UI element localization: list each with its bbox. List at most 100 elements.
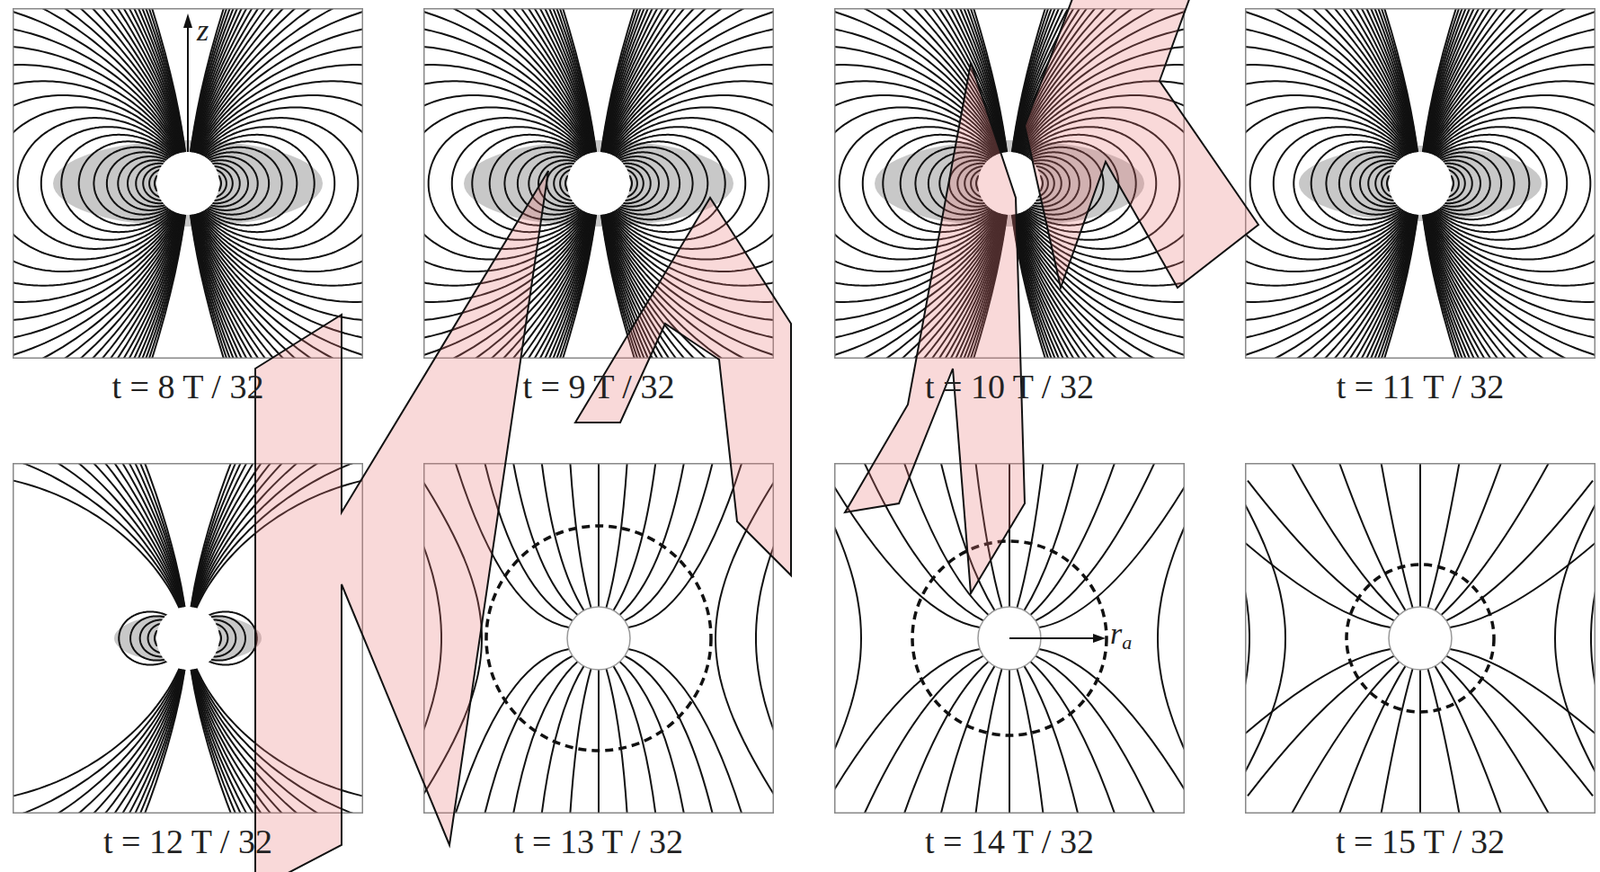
field-line (1427, 8, 1596, 359)
field-line (1419, 462, 1422, 607)
field-line (12, 107, 176, 260)
field-line (195, 8, 364, 359)
field-line (1283, 462, 1399, 615)
field-lines (12, 462, 364, 814)
field-line (1283, 661, 1399, 814)
field-lines (834, 8, 1185, 359)
field-lines (1244, 462, 1596, 814)
field-line (834, 462, 862, 814)
field-line (1016, 668, 1049, 814)
field-line (12, 95, 177, 272)
field-line (428, 117, 586, 249)
field-line (41, 126, 174, 240)
field-line-panel (1244, 462, 1596, 814)
field-line (61, 134, 172, 232)
field-line (1030, 661, 1124, 814)
field-line (597, 462, 600, 607)
field-line (197, 64, 364, 303)
field-line (506, 462, 578, 615)
shaded-region (53, 140, 323, 227)
field-line (613, 462, 661, 611)
radius-arrow (1009, 637, 1095, 640)
field-line (1433, 117, 1591, 249)
panel-caption: t = 13 T / 32 (514, 824, 684, 859)
field-line (1012, 8, 1185, 359)
field-line (1030, 462, 1124, 615)
field-line (12, 8, 181, 359)
field-line (1244, 462, 1286, 814)
field-line (1244, 519, 1391, 628)
field-line (200, 107, 364, 260)
field-line (1273, 126, 1406, 240)
panel-caption: t = 9 T / 32 (523, 369, 676, 404)
dashed-circle (486, 525, 712, 751)
field-line (1247, 656, 1395, 797)
field-line (613, 666, 661, 814)
field-line (202, 126, 335, 240)
field-line (1449, 648, 1596, 757)
panel-caption: t = 14 T / 32 (924, 824, 1094, 859)
field-line (1555, 462, 1596, 814)
panel-frame (13, 8, 364, 359)
field-line (1013, 8, 1185, 359)
source-sphere (1388, 606, 1452, 670)
field-line (1431, 95, 1596, 272)
field-line (12, 64, 178, 303)
field-line (1244, 648, 1391, 757)
dashed-circle (912, 541, 1107, 736)
panel-caption: t = 12 T / 32 (103, 824, 273, 859)
source-sphere (567, 151, 631, 215)
field-line (1432, 107, 1596, 260)
field-line (1436, 134, 1547, 232)
axis-label: z (195, 15, 211, 46)
arrow-head (1093, 633, 1106, 643)
watermark-shape (844, 62, 1025, 594)
arrow-head (183, 13, 193, 28)
field-line-panel (12, 8, 364, 359)
source-sphere (567, 606, 631, 670)
field-line (1371, 462, 1413, 608)
field-line (1012, 8, 1185, 359)
field-line (201, 117, 358, 249)
field-line (17, 117, 175, 249)
field-line (1244, 107, 1408, 260)
field-line (1039, 484, 1185, 628)
field-line (894, 661, 988, 814)
field-line (423, 107, 587, 260)
field-line (597, 669, 600, 814)
field-line (12, 462, 181, 814)
panel-caption: t = 10 T / 32 (924, 369, 1094, 404)
field-line (969, 668, 1003, 814)
dashed-circle (1346, 564, 1494, 712)
radius-label: r (1108, 618, 1124, 649)
field-line (1449, 519, 1596, 628)
field-line (1250, 117, 1407, 249)
field-line (1157, 462, 1185, 814)
field-lines (423, 8, 774, 359)
field-line (1244, 8, 1414, 359)
z-axis (186, 20, 189, 152)
field-lines (12, 8, 364, 359)
field-line (204, 134, 315, 232)
field-line (1012, 8, 1185, 359)
panel-caption: t = 15 T / 32 (1335, 824, 1505, 859)
field-line (628, 648, 745, 814)
field-line (506, 661, 578, 814)
shaded-region (463, 140, 734, 227)
shaded-region (1298, 145, 1542, 222)
field-line (12, 462, 182, 814)
source-sphere (1388, 151, 1452, 215)
field-line (567, 668, 591, 814)
field-line (1440, 462, 1556, 615)
field-line (1244, 95, 1409, 272)
field-line (628, 462, 745, 628)
field-line (199, 95, 364, 272)
field-line (1013, 8, 1185, 359)
radius-subscript: a (1121, 632, 1132, 653)
field-line (1419, 669, 1422, 814)
field-line (1434, 126, 1567, 240)
watermark-shape (1024, 0, 1259, 288)
field-line (1247, 480, 1395, 622)
field-line (1008, 669, 1011, 814)
panel-frame (1245, 463, 1596, 814)
